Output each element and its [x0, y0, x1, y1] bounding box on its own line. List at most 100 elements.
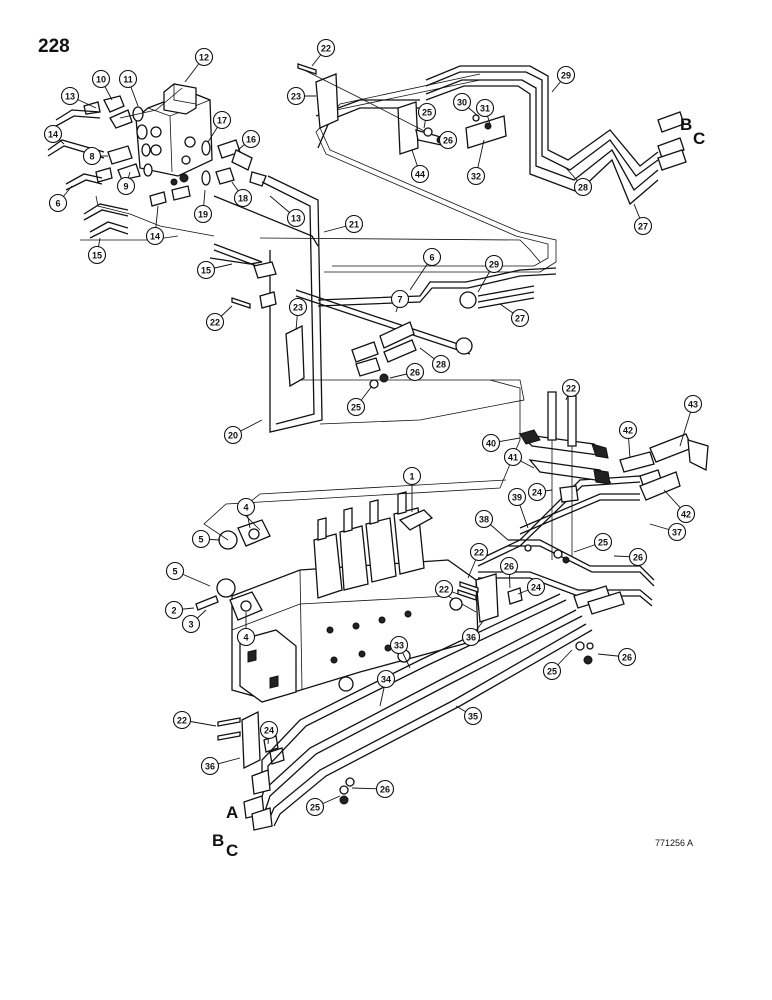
- callout-number: 17: [217, 116, 227, 126]
- port-label-a-lower: A: [226, 803, 238, 822]
- callout-number: 23: [291, 92, 301, 102]
- callout-31: 31: [475, 98, 495, 125]
- callout-15: 15: [196, 260, 233, 280]
- callout-balloon: [410, 164, 430, 184]
- callout-17: 17: [207, 110, 232, 143]
- callout-number: 39: [512, 493, 522, 503]
- callout-41: 41: [503, 447, 535, 469]
- callout-balloon: [390, 289, 410, 309]
- callout-number: 8: [89, 152, 94, 162]
- callout-number: 22: [474, 548, 484, 558]
- callout-number: 29: [561, 71, 571, 81]
- callout-number: 30: [457, 98, 467, 108]
- callout-balloon: [484, 254, 504, 274]
- callout-23: 23: [286, 86, 316, 106]
- callout-balloon: [402, 466, 422, 486]
- callout-26: 26: [438, 130, 458, 150]
- callout-9: 9: [116, 171, 136, 196]
- callout-balloon: [618, 420, 638, 440]
- callout-balloon: [236, 627, 256, 647]
- callout-number: 4: [243, 503, 248, 513]
- callout-25: 25: [305, 795, 341, 817]
- callout-12: 12: [184, 47, 214, 83]
- callout-22: 22: [311, 38, 336, 67]
- callout-14: 14: [43, 124, 65, 145]
- callout-balloon: [205, 312, 225, 332]
- callout-number: 25: [547, 667, 557, 677]
- callout-number: 35: [468, 712, 478, 722]
- callout-balloon: [305, 797, 325, 817]
- callout-balloon: [346, 397, 366, 417]
- callout-balloon: [259, 720, 279, 740]
- callout-5: 5: [191, 529, 221, 549]
- callout-27: 27: [499, 303, 530, 328]
- callout-number: 5: [198, 535, 203, 545]
- callout-balloon: [417, 102, 437, 122]
- callout-number: 22: [439, 585, 449, 595]
- callout-number: 9: [123, 182, 128, 192]
- callout-number: 10: [96, 75, 106, 85]
- callout-26: 26: [613, 547, 648, 567]
- callout-number: 22: [177, 716, 187, 726]
- callout-number: 41: [508, 453, 518, 463]
- callout-balloon: [431, 354, 451, 374]
- callout-balloon: [316, 38, 336, 58]
- callout-29: 29: [551, 65, 576, 93]
- callout-15: 15: [87, 237, 107, 265]
- callout-balloon: [561, 378, 581, 398]
- callout-42: 42: [663, 489, 696, 524]
- callout-35: 35: [455, 705, 483, 726]
- callout-number: 4: [243, 633, 248, 643]
- pilot-valve-assembly: [135, 83, 213, 186]
- callout-number: 11: [123, 75, 133, 85]
- callout-14: 14: [145, 205, 165, 246]
- callout-22: 22: [205, 305, 233, 332]
- callout-number: 12: [199, 53, 209, 63]
- callout-26: 26: [499, 556, 519, 589]
- callout-balloon: [193, 204, 213, 224]
- callout-44: 44: [410, 149, 430, 184]
- callout-3: 3: [181, 609, 207, 634]
- callout-1: 1: [402, 466, 422, 512]
- callout-25: 25: [346, 385, 373, 417]
- callout-number: 43: [688, 400, 698, 410]
- callout-number: 18: [238, 194, 248, 204]
- callout-28: 28: [565, 167, 593, 197]
- callout-26: 26: [389, 362, 425, 382]
- callout-22: 22: [434, 579, 459, 599]
- callout-23: 23: [288, 297, 308, 331]
- callout-balloon: [91, 69, 111, 89]
- callout-20: 20: [223, 419, 263, 445]
- callout-balloon: [556, 65, 576, 85]
- callout-number: 19: [198, 210, 208, 220]
- callout-balloon: [181, 614, 201, 634]
- callout-balloon: [434, 579, 454, 599]
- callout-balloon: [617, 647, 637, 667]
- callout-16: 16: [237, 129, 261, 151]
- callout-balloon: [475, 98, 495, 118]
- callout-24: 24: [527, 482, 553, 502]
- callout-balloon: [542, 661, 562, 681]
- callout-balloon: [87, 245, 107, 265]
- callout-4: 4: [236, 497, 256, 529]
- callout-number: 37: [672, 528, 682, 538]
- callout-number: 13: [291, 214, 301, 224]
- lower-brackets: [217, 573, 523, 770]
- callout-37: 37: [649, 522, 687, 542]
- callout-number: 34: [381, 675, 391, 685]
- callout-8: 8: [82, 146, 108, 166]
- callout-balloon: [344, 214, 364, 234]
- callout-balloon: [194, 47, 214, 67]
- callout-number: 38: [479, 515, 489, 525]
- callout-6: 6: [409, 247, 442, 291]
- callout-balloon: [461, 627, 481, 647]
- callout-balloon: [376, 669, 396, 689]
- callout-number: 29: [489, 260, 499, 270]
- callout-number: 25: [351, 403, 361, 413]
- callout-number: 24: [264, 726, 274, 736]
- callout-38: 38: [474, 509, 509, 541]
- callout-balloon: [628, 547, 648, 567]
- port-label-b-upper: B: [680, 115, 692, 134]
